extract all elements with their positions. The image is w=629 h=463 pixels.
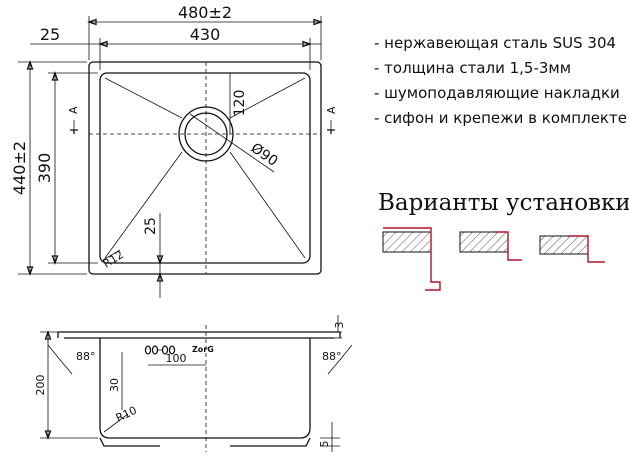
install-variant-flush — [459, 231, 522, 261]
section-mark-left: A — [67, 106, 80, 114]
spec-item: - толщина стали 1,5-3мм — [374, 59, 571, 77]
install-variant-overmount — [382, 227, 441, 291]
dim-bottom-offset: 25 — [143, 217, 159, 235]
spec-item: - сифон и крепежи в комплекте — [374, 109, 627, 127]
section-mark-right: A — [325, 106, 338, 114]
dim-inner-radius: R10 — [114, 404, 139, 425]
install-variant-undermount — [539, 235, 605, 263]
dim-drain-offset: 120 — [232, 90, 248, 117]
dim-depth: 200 — [34, 375, 47, 396]
dim-corner-radius: R12 — [101, 248, 126, 270]
dim-accessory-offset: 100 — [166, 352, 187, 365]
install-variants-title: Варианты установки — [378, 190, 629, 216]
dim-inner-height: 390 — [35, 153, 54, 184]
dim-outer-height: 440±2 — [10, 141, 29, 195]
brand-label: ZorG — [192, 345, 214, 354]
dim-base-height: 5 — [318, 441, 331, 448]
dim-outer-width: 480±2 — [178, 3, 232, 22]
dim-inner-width: 430 — [190, 25, 221, 44]
dim-accessory-height: 30 — [108, 378, 121, 392]
dim-rim-offset: 25 — [40, 25, 60, 44]
angle-right: 88° — [322, 350, 342, 363]
sink-inner-bowl — [99, 72, 311, 264]
spec-item: - шумоподавляющие накладки — [374, 84, 620, 102]
spec-list: - нержавеющая сталь SUS 304 - толщина ст… — [374, 34, 627, 127]
dim-rim-thickness: 3 — [333, 322, 346, 329]
accessory-holes — [144, 345, 176, 355]
top-view: 480±2 430 25 440±2 390 120 Ø90 25 R12 — [10, 3, 338, 298]
angle-left: 88° — [76, 350, 96, 363]
sink-outer-rim — [88, 61, 322, 275]
spec-item: - нержавеющая сталь SUS 304 — [374, 34, 616, 52]
section-view: 88° 88° ZorG 100 200 30 R10 3 — [34, 315, 353, 452]
